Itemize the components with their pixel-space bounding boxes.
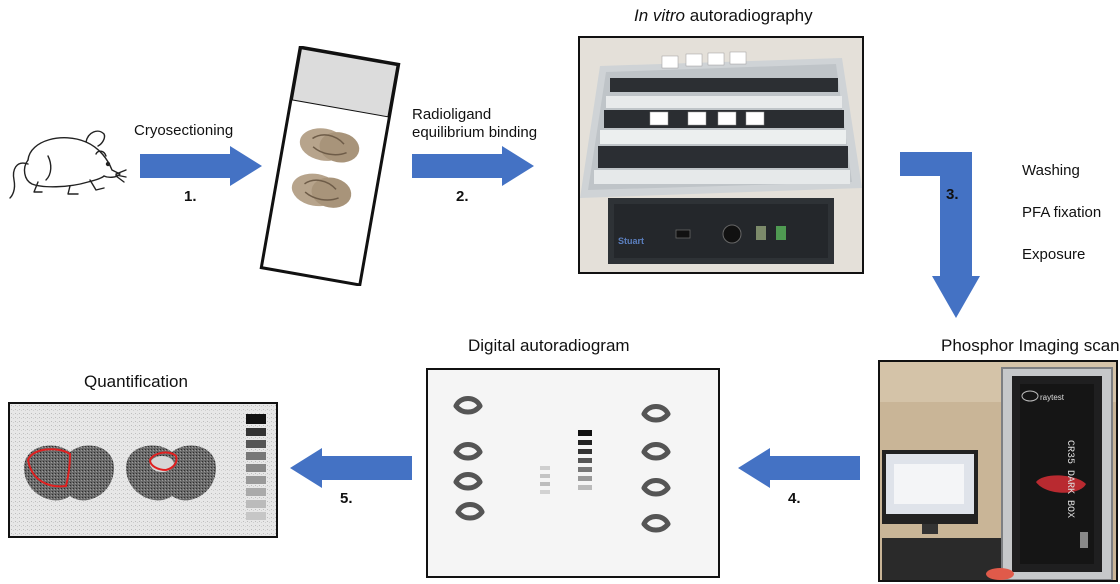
brain-section-2 <box>291 173 352 208</box>
quantification-panel <box>8 402 278 538</box>
brain-section-1 <box>299 128 360 163</box>
phosphor-photo: raytest CR35 DARK BOX <box>878 360 1118 582</box>
mouse-illustration <box>9 130 127 199</box>
autoradiography-photo: Stuart <box>578 36 864 274</box>
phosphor-title: Phosphor Imaging scan <box>941 336 1120 355</box>
tissue-slide <box>259 46 401 286</box>
step5-arrow <box>290 448 412 488</box>
svg-text:Stuart: Stuart <box>618 236 644 246</box>
roi-outline-left <box>26 448 72 488</box>
quantification-title: Quantification <box>84 372 188 391</box>
autoradiography-title-italic: In vitro <box>634 6 686 25</box>
step1-label: Cryosectioning <box>134 122 234 139</box>
right-column-sections <box>641 404 671 533</box>
standard-ladder-faint <box>540 466 550 494</box>
step2-arrow <box>412 146 534 186</box>
step4-number: 4. <box>788 490 801 507</box>
step2-number: 2. <box>456 188 469 205</box>
step3-arrow <box>900 152 980 318</box>
step2-label-line2: equilibrium binding <box>412 124 538 141</box>
step3-number: 3. <box>946 186 959 203</box>
step3-item-washing: Washing <box>1022 162 1080 179</box>
step3-item-fixation: PFA fixation <box>1022 204 1102 221</box>
step1-arrow <box>140 146 262 186</box>
phosphor-brand-text: raytest <box>1040 393 1065 402</box>
roi-outline-right <box>148 451 178 472</box>
step2-label-line1: Radioligand <box>412 106 492 123</box>
step3-item-exposure: Exposure <box>1022 246 1086 263</box>
autoradiography-title: In vitro autoradiography <box>634 6 813 26</box>
autoradiography-title-rest: autoradiography <box>685 6 813 25</box>
phosphor-cabinet-text: CR35 DARK BOX <box>1064 440 1075 518</box>
standard-ladder-main <box>578 430 592 490</box>
step5-number: 5. <box>340 490 353 507</box>
step1-number: 1. <box>184 188 197 205</box>
left-column-sections <box>453 396 485 521</box>
quant-standard-ladder <box>246 414 266 520</box>
digital-title: Digital autoradiogram <box>468 336 630 355</box>
digital-autoradiogram <box>426 368 720 578</box>
step4-arrow <box>738 448 860 488</box>
